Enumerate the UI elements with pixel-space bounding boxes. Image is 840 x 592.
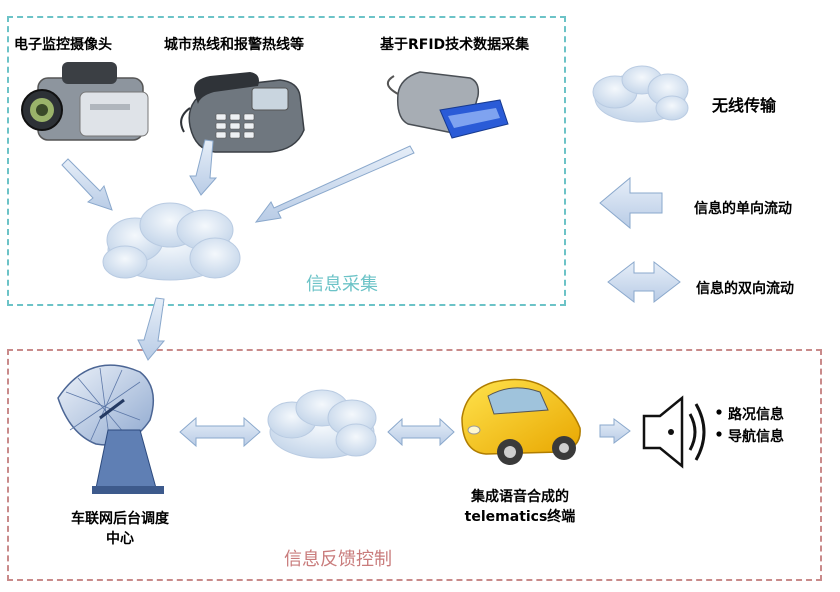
- phone-label: 城市热线和报警热线等: [164, 37, 304, 53]
- speaker-icon: [642, 395, 722, 469]
- telephone-icon: [180, 72, 305, 153]
- cloud-icon: [592, 65, 689, 123]
- terminal-label-line1: 集成语音合成的: [471, 489, 569, 505]
- legend-two-way-label: 信息的双向流动: [696, 281, 794, 297]
- flow-arrow: [61, 158, 113, 211]
- legend-two-way-arrow: [607, 260, 681, 304]
- bidirectional-arrow: [179, 416, 261, 448]
- output-road-info: 路况信息: [728, 407, 784, 423]
- dispatch-center-label-line2: 中心: [106, 531, 134, 547]
- feedback-section-box: [7, 349, 822, 581]
- flow-arrow: [189, 139, 218, 196]
- camera-label: 电子监控摄像头: [14, 37, 112, 53]
- legend-one-way-label: 信息的单向流动: [694, 201, 792, 217]
- output-nav-info: 导航信息: [728, 429, 784, 445]
- dispatch-center-label-line1: 车联网后台调度: [71, 511, 169, 527]
- cloud-icon: [267, 389, 377, 459]
- flow-arrow: [599, 418, 631, 444]
- legend-wireless-label: 无线传输: [712, 96, 777, 115]
- camera-icon: [21, 62, 149, 141]
- terminal-label: 集成语音合成的 telematics终端: [440, 486, 600, 526]
- dispatch-center-label: 车联网后台调度 中心: [50, 508, 190, 548]
- car-icon: [461, 378, 581, 465]
- flow-arrow: [137, 297, 166, 361]
- terminal-label-line2: telematics终端: [464, 509, 576, 525]
- cloud-icon: [102, 202, 241, 281]
- satellite-dish-icon: [57, 364, 164, 494]
- collection-section-box: [7, 16, 566, 306]
- feedback-section-title: 信息反馈控制: [284, 549, 392, 570]
- bidirectional-arrow: [387, 417, 455, 447]
- rfid-reader-icon: [387, 71, 509, 139]
- legend-one-way-arrow: [599, 176, 663, 230]
- rfid-label: 基于RFID技术数据采集: [380, 37, 530, 53]
- flow-arrow: [254, 145, 415, 223]
- collection-section-title: 信息采集: [306, 274, 378, 295]
